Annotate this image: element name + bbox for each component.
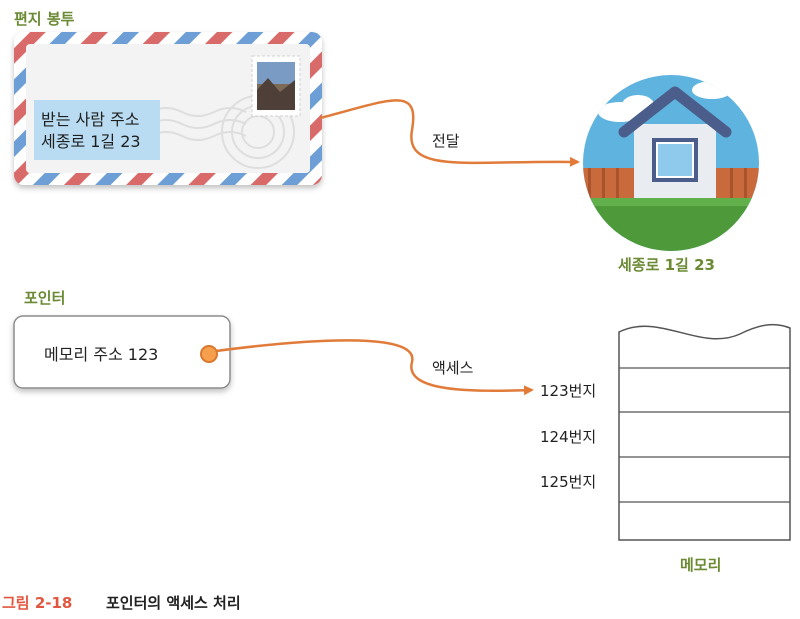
deliver-arrow: [319, 99, 580, 167]
memory-caption: 메모리: [680, 556, 722, 574]
figure-caption-text: 포인터의 액세스 처리: [106, 594, 241, 612]
address-line-1: 받는 사람 주소: [41, 110, 140, 129]
pointer-box-text: 메모리 주소 123: [44, 345, 159, 364]
access-label: 액세스: [432, 359, 474, 377]
memory-block: [618, 323, 791, 541]
deliver-label: 전달: [432, 132, 460, 150]
memory-row-label: 124번지: [540, 428, 597, 446]
pointer-dot-icon: [200, 345, 218, 363]
envelope: [14, 32, 322, 185]
pointer-box: [13, 315, 231, 389]
envelope-section-title: 편지 봉투: [14, 10, 75, 28]
house-icon: [583, 75, 759, 251]
figure-number: 그림 2-18: [2, 594, 73, 612]
memory-row-label: 125번지: [540, 473, 597, 491]
house-caption: 세종로 1길 23: [618, 256, 715, 274]
memory-row-label: 123번지: [540, 382, 597, 400]
address-label: [34, 100, 160, 160]
address-line-2: 세종로 1길 23: [41, 132, 141, 151]
pointer-section-title: 포인터: [24, 289, 66, 307]
stamp-icon: [251, 55, 301, 117]
access-arrow: [215, 339, 534, 396]
